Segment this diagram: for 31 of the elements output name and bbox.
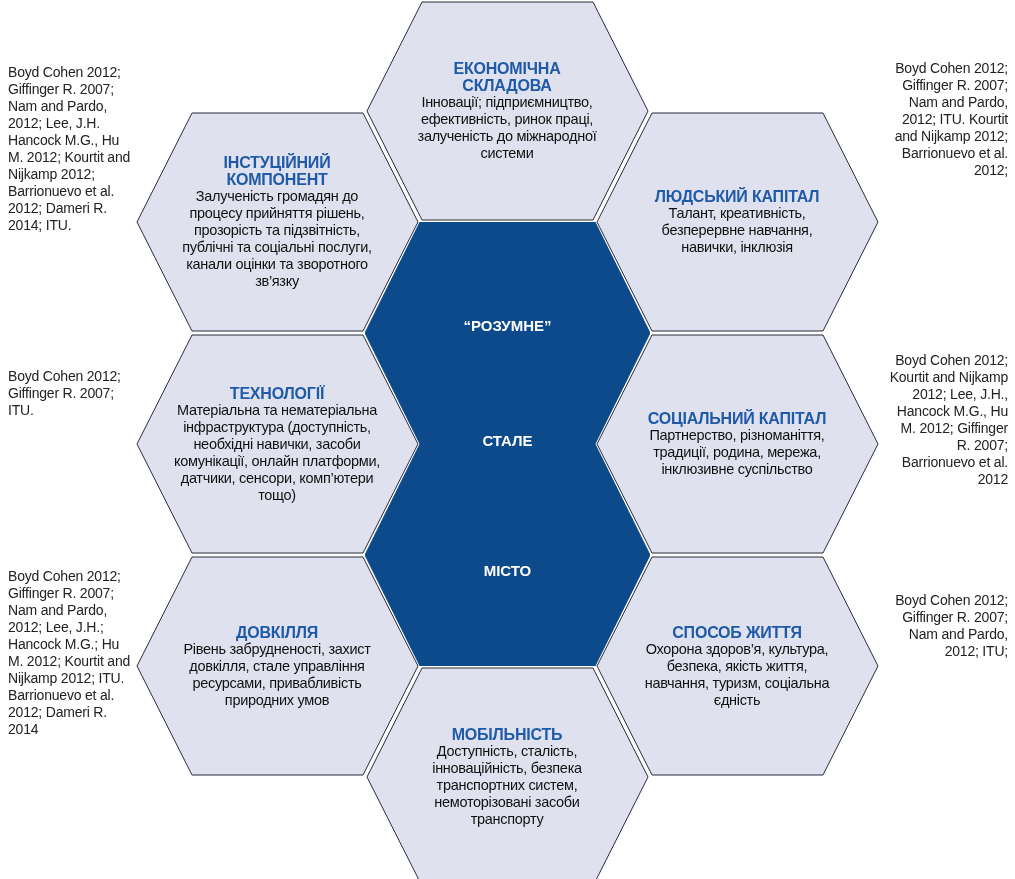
hexagon <box>134 111 420 333</box>
center-label: “РОЗУМНЕ” <box>463 316 552 334</box>
hexagon-title: СОЦІАЛЬНИЙ КАПІТАЛ <box>647 410 827 427</box>
hexagon-title: ЛЮДСЬКИЙ КАПІТАЛ <box>654 188 820 205</box>
hexagon-title: ІНСТУЦІЙНИЙ КОМПОНЕНТ <box>222 154 332 188</box>
hexagon-description: Партнерство, різноманіття, традиції, родина, мережа, інклюзивне суспільство <box>648 427 826 478</box>
hexagon-description: Доступність, сталість, інноваційність, безпека транспортних систем, немоторізовані засоби транспорту <box>431 743 583 828</box>
hexagon <box>134 555 420 777</box>
hexagon-description: Талант, креативність, безперервне навчання, навички, інклюзія <box>660 205 814 256</box>
hexagon <box>594 555 880 777</box>
hexagon-description: Рівень забрудненості, захист довкілля, стале управління ресурсами, привабливість природних умов <box>182 640 372 709</box>
hexagon-description: Інновації; підприємництво, ефективність, ринок праці, залученість до міжнародної системи <box>416 94 598 162</box>
hexagon <box>594 333 880 555</box>
hexagon <box>134 333 420 555</box>
hexagon-title: ДОВКІЛЛЯ <box>236 623 318 641</box>
hexagon-description: Матеріальна та нематеріальна інфраструктура (доступність, необхідні навички, засоби комунікації, онлайн платформи, датчики, сенсори, комп’ютери тощо) <box>172 401 382 504</box>
citation-list: Boyd Cohen 2012; Giffinger R. 2007; Nam and Pardo, 2012; Lee, J.H.; Hancock M.G.; Hu M. 2012; Kourtit and Nijkamp 2012; ITU. Barrionuevo et al. 2012; Dameri R. 2014 <box>8 568 136 738</box>
center-label: МІСТО <box>483 561 532 579</box>
center-label: СТАЛЕ <box>482 431 533 449</box>
citation-list: Boyd Cohen 2012; Giffinger R. 2007; Nam and Pardo, 2012; ITU. Kourtit and Nijkamp 2012; Barrionuevo et al. 2012; <box>884 60 1008 179</box>
hexagon-title: ТЕХНОЛОГІЇ <box>229 384 325 402</box>
citation-list: Boyd Cohen 2012; Giffinger R. 2007; Nam and Pardo, 2012; Lee, J.H. Hancock M.G., Hu M. 2012; Kourtit and Nijkamp 2012; Barrionuevo et al. 2012; Dameri R. 2014; ITU. <box>8 64 132 234</box>
citation-list: Boyd Cohen 2012; Giffinger R. 2007; ITU. <box>8 368 136 419</box>
hexagon-description: Охорона здоров’я, культура, безпека, якість життя, навчання, туризм, соціальна єдність <box>643 640 831 709</box>
hexagon <box>364 0 650 222</box>
hexagon-title: ЕКОНОМІЧНА СКЛАДОВА <box>452 60 562 94</box>
citation-list: Boyd Cohen 2012; Giffinger R. 2007; Nam and Pardo, 2012; ITU; <box>884 592 1008 660</box>
hexagon-title: МОБІЛЬНІСТЬ <box>451 726 563 743</box>
hexagon-title: СПОСОБ ЖИТТЯ <box>672 623 802 641</box>
hexagon-description: Залученість громадян до процесу прийняття рішень, прозорість та підзвітність, публічні та соціальні послуги, канали оцінки та зворотного зв’язку <box>181 188 373 290</box>
citation-list: Boyd Cohen 2012; Kourtit and Nijkamp 2012; Lee, J.H., Hancock M.G., Hu M. 2012; Giffinger R. 2007; Barrionuevo et al. 2012 <box>884 352 1008 488</box>
